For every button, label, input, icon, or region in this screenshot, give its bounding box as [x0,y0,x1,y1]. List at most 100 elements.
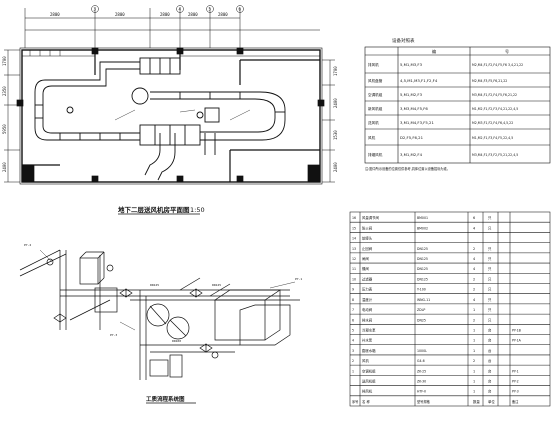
equipment-cell-name: 电动阀 [362,307,373,312]
equipment-cell-qty: 4 [473,298,475,302]
legend-name-0: 排风机 [368,62,379,67]
equipment-cell-no: 16 [352,216,356,220]
equipment-cell-model: DN125 [417,247,428,251]
equipment-cell-note: PY-1 [512,369,519,373]
svg-text:1530: 1530 [333,130,338,140]
equipment-cell-note: PY-2 [512,380,519,384]
equipment-cell-unit: 只 [488,267,492,271]
svg-text:2350: 2350 [2,86,7,96]
equipment-cell-qty: 1 [473,380,475,384]
legend-codes-3: 3,M3,M4,F5,F6 [400,106,428,111]
dim-top-5: 2800 [218,12,228,17]
equipment-cell-name: 排水阀 [362,317,373,322]
plan-scale: 1:50 [190,206,205,214]
equipment-cell-model: DN125 [417,277,428,281]
equipment-cell-no: 11 [352,267,356,271]
dim-top-1: 2800 [50,12,60,17]
equipment-cell-unit: 台 [488,338,492,343]
equipment-cell-name: 软接头 [362,236,373,241]
svg-text:PY-3: PY-3 [110,333,117,337]
svg-text:号: 号 [505,48,509,54]
equipment-cell-qty: 4 [473,267,475,271]
equipment-cell-name: 补水泵 [362,338,373,343]
axis-bubble-2: 4 [179,7,182,12]
legend-codes-1: 4,5,M1,M3,F1,F2,F4 [400,78,438,83]
equipment-cell-unit: 台 [488,368,492,373]
svg-text:DN125: DN125 [212,283,221,287]
equipment-cell-unit: 只 [488,308,492,312]
legend-codes2-2: M3,M4,F1,F2,F4,F5,F6,21,22 [472,93,517,97]
equipment-cell-name: 防火阀 [362,225,373,230]
svg-text:2400: 2400 [333,98,338,108]
equipment-cell-no: 12 [352,257,356,261]
equipment-cell-qty: 4 [473,226,475,230]
equipment-cell-model: BM002 [417,226,428,230]
legend-name-1: 风机盘管 [368,78,383,83]
svg-text:1700: 1700 [333,66,338,76]
axis-bubble-1: 3 [94,7,97,12]
svg-text:PY-1: PY-1 [295,277,302,281]
equipment-cell-model: ZK-25 [417,369,426,373]
equipment-cell-no: 6 [352,318,354,322]
equipment-cell-no: 8 [352,298,354,302]
equipment-cell-unit: 只 [488,318,492,322]
equipment-cell-qty: 1 [473,390,475,394]
equipment-cell-model: Y-100 [417,288,426,292]
equipment-cell-unit: 台 [488,348,492,353]
equipment-cell-qty: 2 [473,318,475,322]
legend-title: 设备对照表 [392,37,415,44]
wall-hatching [22,50,320,57]
equipment-cell-model: WNG-11 [417,298,430,302]
equipment-cell-qty: 2 [473,277,475,281]
axis-bubble-3: 5 [209,7,212,12]
equipment-cell-unit: 只 [488,257,492,261]
equipment-cell-name: 风量调节阀 [362,215,380,220]
equipment-cell-unit: 只 [488,247,492,251]
system-title: 工质流程系统图 [146,395,185,403]
equipment-cell-no: 10 [352,277,356,281]
equipment-cell-no: 7 [352,308,354,312]
axis-bubble-4: 6 [239,7,242,12]
equipment-cell-no: 4 [352,339,354,343]
legend-codes2-3: M1,M2,F1,F2,F3,F4,21,22,4,5 [472,107,518,111]
legend-table: 设备对照表 编 号 排风机 5,M1,M3,F3 M2,M4,F1,F2,F4,… [364,37,551,171]
equipment-cell-unit: 台 [488,358,492,363]
equipment-cell-unit: 台 [488,327,492,332]
plan-title: 地下二层送风机房平面图 [118,205,190,214]
equipment-cell-note: PY-3 [512,390,519,394]
equipment-cell-no: 13 [352,247,356,251]
svg-text:PY-2: PY-2 [24,243,31,247]
equipment-cell-name: 温度计 [362,297,373,302]
equipment-cell-no: 序号 [352,399,358,404]
equipment-cell-model: ZDLP [417,308,425,312]
equipment-cell-unit: 只 [488,216,492,220]
legend-codes2-4: M2,M3,F1,F2,F4,F6,4,5,22 [472,121,513,125]
equipment-cell-qty: 1 [473,308,475,312]
equipment-cell-name: 止回阀 [362,246,373,251]
equipment-cell-unit: 只 [488,288,492,292]
equipment-cell-unit: 只 [488,298,492,302]
legend-codes2-1: M2,M4,F3,F5,F6,21,22 [472,79,507,83]
equipment-cell-model: 型号规格 [417,399,431,404]
legend-codes-0: 5,M1,M3,F3 [400,62,423,67]
equipment-cell-qty: 2 [473,359,475,363]
legend-codes2-0: M2,M4,F1,F2,F4,F5,F6 3,4,21,22 [472,63,523,67]
svg-text:5950: 5950 [2,124,7,134]
equipment-cell-name: 名 称 [362,399,370,404]
equipment-cell-name: 空调机组 [362,368,376,373]
equipment-cell-qty: 2 [473,247,475,251]
equipment-cell-model: DN125 [417,267,428,271]
equipment-cell-qty: 6 [473,216,475,220]
svg-text:1700: 1700 [2,56,7,66]
equipment-cell-unit: 台 [488,379,492,384]
system-diagram [19,249,300,380]
svg-text:DN100: DN100 [172,339,181,343]
equipment-cell-name: 风机 [362,358,369,363]
equipment-cell-name: 闸阀 [362,256,369,261]
equipment-cell-no: 3 [352,349,354,353]
plan-dimensions: 2800 2800 2800 2800 2800 3 4 5 6 [50,7,242,18]
legend-codes2-5: M1,M2,F1,F3,F4,F5,22,4,5 [472,136,513,140]
equipment-cell-qty: 1 [473,349,475,353]
